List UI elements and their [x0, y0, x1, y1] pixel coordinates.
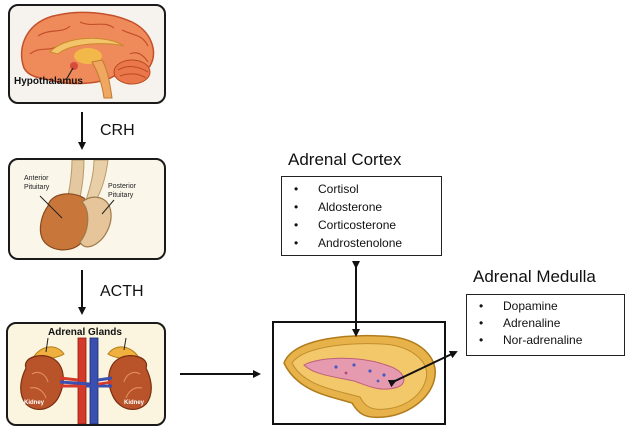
list-item: Androstenolone [290, 234, 435, 252]
list-item: Adrenaline [475, 315, 618, 332]
list-item: Aldosterone [290, 198, 435, 216]
list-item: Cortisol [290, 180, 435, 198]
pituitary-illustration [39, 160, 115, 251]
left-kidney-label: Kidney [24, 400, 45, 406]
adrenal-medulla-hormone-list: Dopamine Adrenaline Nor-adrenaline [466, 294, 625, 356]
list-item: Dopamine [475, 298, 618, 315]
pituitary-panel: Anterior Pituitary Posterior Pituitary [8, 158, 166, 260]
list-item: Nor-adrenaline [475, 332, 618, 349]
right-kidney-label: Kidney [124, 400, 145, 406]
hypothalamus-label: Hypothalamus [14, 76, 83, 87]
adrenal-cross-section-panel [272, 321, 446, 425]
adrenal-glands-panel: Adrenal Glands Kidney Kidney [6, 322, 166, 426]
adrenal-medulla-title: Adrenal Medulla [473, 267, 596, 286]
posterior-pituitary-label: Posterior Pituitary [108, 183, 137, 199]
adrenal-kidneys-illustration [20, 337, 152, 424]
adrenal-cortex-title: Adrenal Cortex [288, 150, 402, 169]
crh-label: CRH [100, 122, 135, 139]
adrenal-cortex-hormone-list: Cortisol Aldosterone Corticosterone Andr… [281, 176, 442, 256]
list-item: Corticosterone [290, 216, 435, 234]
hypothalamus-panel: Hypothalamus [8, 4, 166, 104]
brain-illustration [20, 11, 155, 99]
anterior-pituitary-label: Anterior Pituitary [24, 175, 50, 191]
adrenal-cross-section [283, 334, 436, 419]
adrenal-glands-label: Adrenal Glands [48, 327, 122, 338]
acth-label: ACTH [100, 283, 144, 300]
